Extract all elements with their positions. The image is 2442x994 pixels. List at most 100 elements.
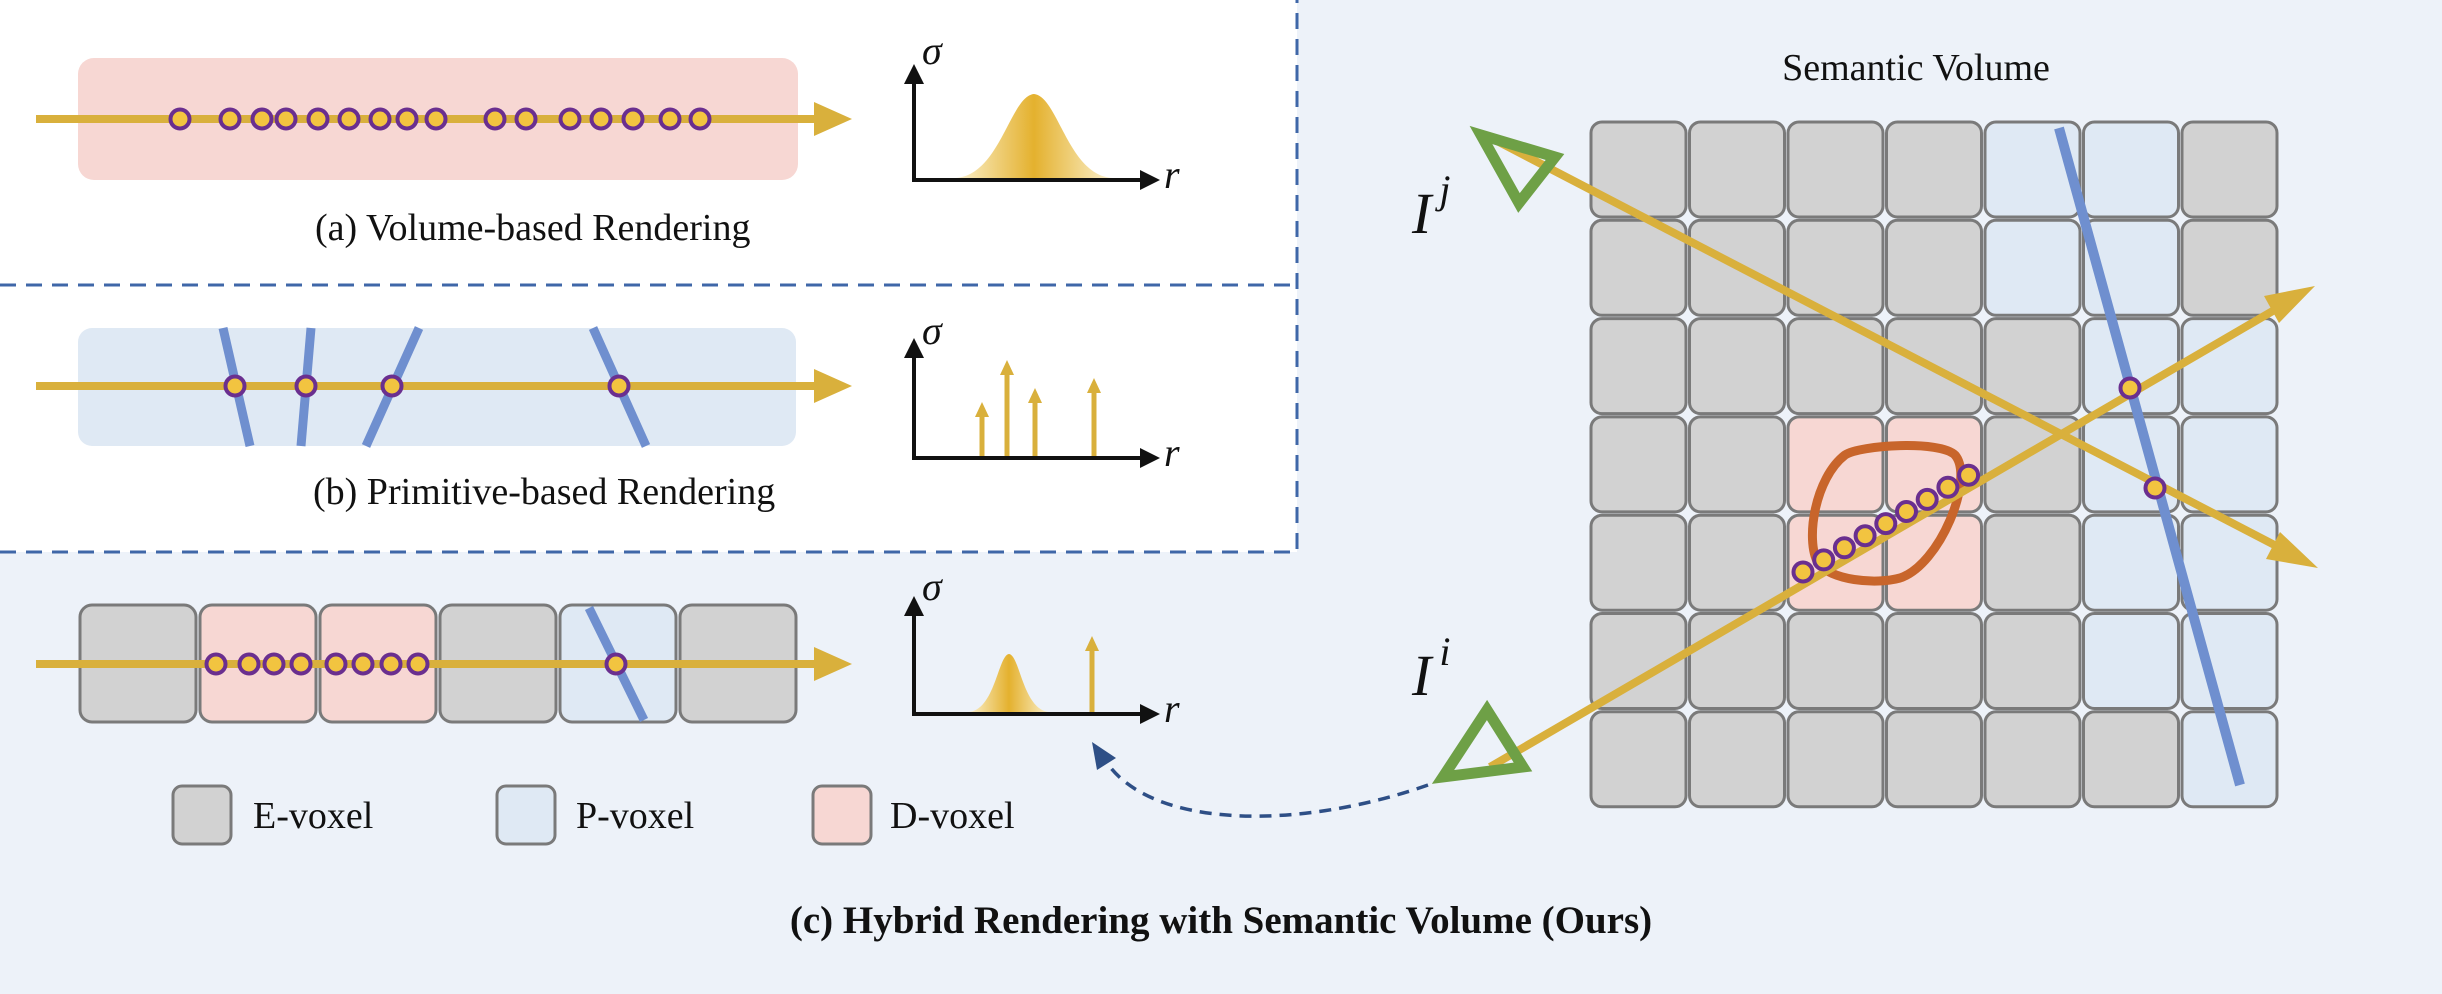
sample-point-icon — [237, 652, 261, 676]
y-axis-label: σ — [922, 564, 943, 609]
e-voxel — [1885, 120, 1983, 219]
y-axis-arrow-icon — [904, 64, 924, 84]
y-axis-label: σ — [922, 28, 943, 73]
panel-b: σ r (b) Primitive-based Rendering — [36, 308, 1180, 513]
panel-c-caption: (c) Hybrid Rendering with Semantic Volum… — [790, 899, 1652, 942]
sample-point-icon — [483, 107, 507, 131]
sample-point-icon — [658, 107, 682, 131]
panel-a: σ r (a) Volume-based Rendering — [36, 28, 1180, 249]
primitive-plane-icon — [2054, 126, 2245, 787]
sample-point-icon — [514, 107, 538, 131]
gaussian-density — [955, 94, 1113, 178]
sample-point-icon — [380, 374, 404, 398]
e-voxel — [1589, 218, 1688, 317]
x-axis-label: r — [1164, 152, 1180, 197]
sample-point-icon — [289, 652, 313, 676]
sample-point-icon — [1957, 463, 1981, 487]
e-voxel — [1786, 710, 1885, 809]
sample-point-icon — [406, 652, 430, 676]
sample-point-icon — [218, 107, 242, 131]
sample-point-icon — [688, 107, 712, 131]
connector-arrowhead-icon — [1092, 742, 1116, 770]
camera-frustum-icon — [1431, 699, 1533, 784]
e-voxel — [1983, 317, 2082, 416]
e-voxel — [1688, 710, 1786, 809]
sample-point-icon — [607, 374, 631, 398]
e-voxel — [1983, 612, 2082, 710]
ray-arrow-icon — [814, 647, 852, 681]
sample-point-icon — [621, 107, 645, 131]
sample-point-icon — [395, 107, 419, 131]
sample-point-icon — [1936, 475, 1960, 499]
sample-point-icon — [324, 652, 348, 676]
panel-a-caption: (a) Volume-based Rendering — [315, 207, 750, 249]
sample-point-icon — [306, 107, 330, 131]
ray-arrow-icon — [814, 369, 852, 403]
e-voxel — [1589, 612, 1688, 710]
e-voxel — [1589, 513, 1688, 612]
x-axis-arrow-icon — [1140, 704, 1160, 724]
object-contour — [1808, 441, 1966, 586]
sample-point-icon — [168, 107, 192, 131]
sample-point-icon — [262, 652, 286, 676]
sample-point-icon — [589, 107, 613, 131]
x-axis-arrow-icon — [1140, 448, 1160, 468]
p-voxel — [2082, 513, 2180, 612]
legend-swatch-e-voxel — [171, 784, 233, 846]
camera-frustum-icon — [1469, 125, 1565, 213]
e-voxel — [1688, 415, 1786, 514]
e-voxel — [1983, 710, 2082, 809]
y-axis-arrow-icon — [904, 338, 924, 358]
sample-point-icon — [1791, 560, 1815, 584]
sample-point-icon — [2118, 376, 2142, 400]
sample-point-icon — [368, 107, 392, 131]
e-voxel — [1589, 710, 1688, 809]
legend-swatch-d-voxel — [811, 784, 873, 846]
impulse-arrow-icon — [1085, 636, 1099, 651]
e-voxel — [1688, 513, 1786, 612]
legend-swatch-p-voxel — [495, 784, 557, 846]
e-voxel — [1688, 317, 1786, 416]
e-voxel — [1885, 612, 1983, 710]
e-voxel — [1589, 120, 1688, 219]
p-voxel — [2180, 612, 2279, 710]
sample-point-icon — [1812, 548, 1836, 572]
e-voxel — [1589, 415, 1688, 514]
density-plot-a: σ r — [904, 28, 1180, 197]
sample-point-icon — [1874, 512, 1898, 536]
sample-points-volume — [1791, 463, 1981, 584]
curved-connector-arrow — [1103, 759, 1429, 818]
ray-arrow-icon — [2266, 532, 2318, 568]
e-voxel — [1983, 513, 2082, 612]
sample-point-icon — [274, 107, 298, 131]
legend: E-voxel P-voxel D-voxel — [171, 784, 1015, 846]
e-voxel — [1589, 317, 1688, 416]
d-voxel — [1885, 513, 1983, 612]
e-voxel — [2082, 710, 2180, 809]
sample-point-icon — [250, 107, 274, 131]
sample-point-icon — [379, 652, 403, 676]
e-voxel — [2180, 120, 2279, 219]
ray-camera-i — [1487, 301, 2286, 771]
density-plot-b: σ r — [904, 308, 1180, 475]
sample-point-icon — [558, 107, 582, 131]
impulse-arrow-icon — [1087, 378, 1101, 393]
p-voxel — [2082, 612, 2180, 710]
e-voxel — [1688, 612, 1786, 710]
sample-point-icon — [351, 652, 375, 676]
impulse-arrow-icon — [1028, 388, 1042, 403]
y-axis-arrow-icon — [904, 596, 924, 616]
ray-arrow-icon — [2264, 286, 2315, 323]
panel-c-strip: σ r E-voxel P-voxel D-voxel (c) Hybrid R… — [36, 564, 1652, 942]
sample-point-icon — [294, 374, 318, 398]
p-voxel — [2180, 513, 2279, 612]
voxel-grid — [1589, 120, 2279, 809]
ray-arrow-icon — [814, 102, 852, 136]
x-axis-label: r — [1164, 686, 1180, 731]
e-voxel — [1786, 120, 1885, 219]
x-axis-arrow-icon — [1140, 170, 1160, 190]
